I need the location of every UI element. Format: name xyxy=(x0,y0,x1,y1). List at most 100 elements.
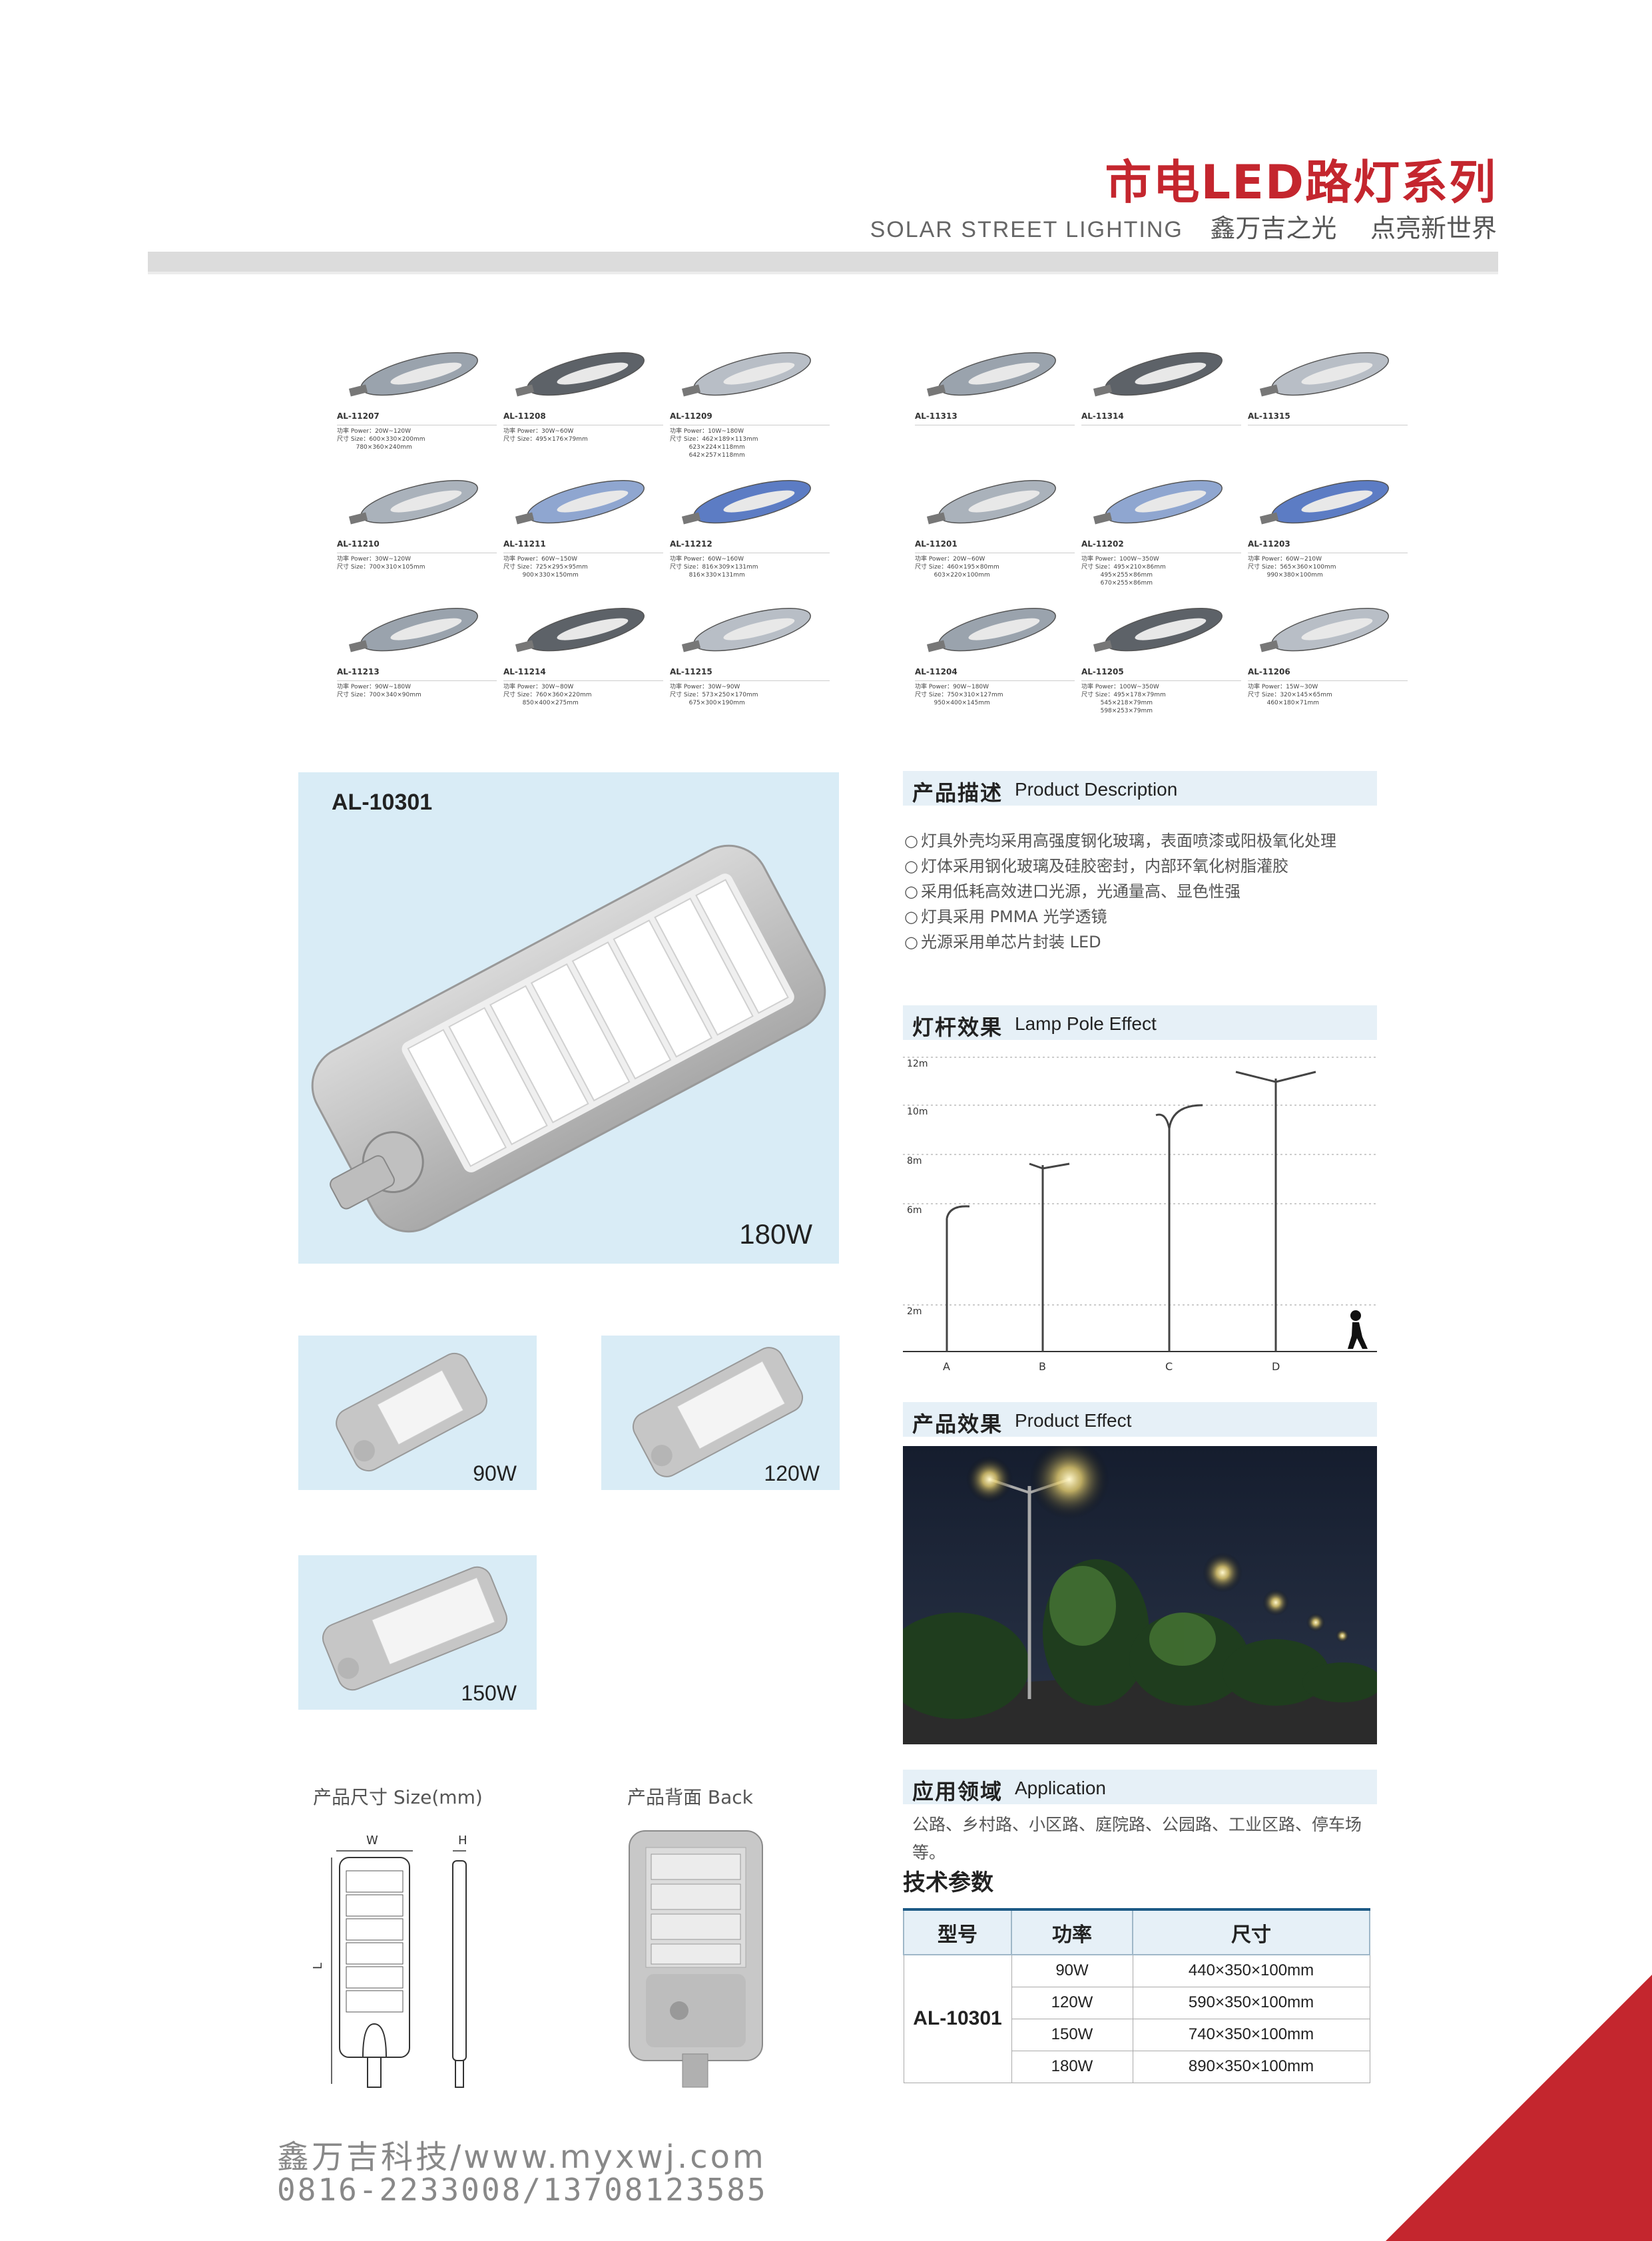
header-divider xyxy=(148,252,1498,274)
main-product-code: AL-10301 xyxy=(332,790,433,815)
description-item: 灯具外壳均采用高强度钢化玻璃，表面喷漆或阳极氧化处理 xyxy=(904,828,1336,854)
lamp-image xyxy=(1259,479,1389,525)
lamp-image xyxy=(926,607,1056,652)
product-code: AL-11313 xyxy=(915,411,958,421)
effect-header: 产品效果 Product Effect xyxy=(903,1402,1377,1437)
product-spec: 功率 Power：30W~120W 尺寸 Size：700×310×105mm xyxy=(337,553,497,571)
spec-power-cell: 150W xyxy=(1011,2018,1133,2051)
product-grid-item: AL-11201 功率 Power：20W~60W 尺寸 Size：460×195… xyxy=(911,467,1075,594)
product-spec xyxy=(915,425,1075,427)
lamp-back-image xyxy=(626,1824,766,2091)
night-street-image xyxy=(883,1439,1382,1744)
lamp-image xyxy=(926,352,1056,397)
pole-label-a: A xyxy=(943,1360,950,1373)
application-title-en: Application xyxy=(1015,1778,1106,1798)
product-spec: 功率 Power：30W~90W 尺寸 Size：573×250×170mm 6… xyxy=(670,680,830,707)
dim-h-label: H xyxy=(458,1834,467,1848)
pole-label-c: C xyxy=(1165,1360,1173,1373)
red-corner-decoration xyxy=(1386,1975,1652,2241)
spec-power-cell: 180W xyxy=(1011,2050,1133,2083)
footer-phone: 0816-2233008/13708123585 xyxy=(277,2172,768,2208)
spec-model-cell: AL-10301 xyxy=(903,1954,1012,2083)
product-code: AL-11201 xyxy=(915,539,958,549)
description-title-cn: 产品描述 xyxy=(912,780,1003,806)
spec-size-cell: 890×350×100mm xyxy=(1132,2050,1370,2083)
size-drawing: W H L xyxy=(311,1824,493,2091)
product-code: AL-11209 xyxy=(670,411,712,421)
product-spec xyxy=(1081,425,1241,427)
variant-90w-panel: 90W xyxy=(298,1336,537,1490)
back-section-label: 产品背面 Back xyxy=(627,1786,753,1808)
lamp-image xyxy=(348,607,478,652)
spec-size-cell: 740×350×100mm xyxy=(1132,2018,1370,2051)
page-title: 市电LED路灯系列 xyxy=(1105,155,1497,210)
footer-company: 鑫万吉科技/www.myxwj.com xyxy=(277,2138,766,2176)
pole-title-en: Lamp Pole Effect xyxy=(1015,1013,1157,1034)
lamp-150w-image xyxy=(322,1566,508,1691)
product-grid-item: AL-11215 功率 Power：30W~90W 尺寸 Size：573×250… xyxy=(666,595,830,722)
product-spec: 功率 Power：90W~180W 尺寸 Size：750×310×127mm … xyxy=(915,680,1075,707)
pole-header: 灯杆效果 Lamp Pole Effect xyxy=(903,1005,1377,1040)
lamp-image xyxy=(926,479,1056,525)
spec-header-power: 功率 xyxy=(1011,1908,1133,1955)
tech-title: 技术参数 xyxy=(903,1869,993,1896)
product-spec: 功率 Power：20W~60W 尺寸 Size：460×195×80mm 60… xyxy=(915,553,1075,579)
product-code: AL-11204 xyxy=(915,667,958,676)
spec-header-size: 尺寸 xyxy=(1132,1908,1370,1955)
lamp-image xyxy=(515,352,645,397)
lamp-image xyxy=(1093,607,1223,652)
size-section-label: 产品尺寸 Size(mm) xyxy=(313,1786,483,1808)
application-text: 公路、乡村路、小区路、庭院路、公园路、工业区路、停车场等。 xyxy=(912,1815,1362,1862)
height-10m: 10m xyxy=(907,1107,928,1117)
lamp-image xyxy=(681,352,811,397)
effect-title-cn: 产品效果 xyxy=(912,1411,1003,1437)
lamp-image xyxy=(1093,352,1223,397)
spec-table: 型号 功率 尺寸 AL-10301 90W 440×350×100mm 120W… xyxy=(903,1908,1370,2083)
variant-150w-label: 150W xyxy=(461,1681,517,1705)
application-title-cn: 应用领域 xyxy=(912,1779,1003,1804)
table-row: AL-10301 90W 440×350×100mm xyxy=(903,1954,1370,2083)
product-grid-item: AL-11315 xyxy=(1244,340,1408,466)
description-item: 灯具采用 PMMA 光学透镜 xyxy=(904,904,1336,929)
pole-label-d: D xyxy=(1272,1360,1280,1373)
lamp-image xyxy=(1259,352,1389,397)
product-spec: 功率 Power：20W~120W 尺寸 Size：600×330×200mm … xyxy=(337,425,497,451)
main-product-panel: AL-10301 180W xyxy=(298,772,839,1264)
spec-power-cell: 120W xyxy=(1011,1986,1133,2019)
lamp-image xyxy=(681,479,811,525)
product-code: AL-11202 xyxy=(1081,539,1124,549)
lamp-120w-image xyxy=(632,1347,804,1477)
variant-120w-label: 120W xyxy=(764,1461,820,1485)
height-12m: 12m xyxy=(907,1059,928,1069)
product-spec: 功率 Power：30W~60W 尺寸 Size：495×176×79mm xyxy=(503,425,663,443)
effect-title-en: Product Effect xyxy=(1015,1410,1132,1431)
description-header: 产品描述 Product Description xyxy=(903,771,1377,806)
product-spec: 功率 Power：90W~180W 尺寸 Size：700×340×90mm xyxy=(337,680,497,699)
main-product-watt: 180W xyxy=(739,1218,812,1250)
lamp-image xyxy=(515,479,645,525)
product-code: AL-11314 xyxy=(1081,411,1124,421)
product-spec: 功率 Power：60W~160W 尺寸 Size：816×309×131mm … xyxy=(670,553,830,579)
spec-size-cell: 440×350×100mm xyxy=(1132,1954,1370,1987)
table-row: 150W 740×350×100mm xyxy=(904,2018,1370,2051)
product-spec: 功率 Power：15W~30W 尺寸 Size：320×145×65mm 46… xyxy=(1248,680,1408,707)
description-title-en: Product Description xyxy=(1015,779,1178,800)
product-grid-item: AL-11313 xyxy=(911,340,1075,466)
lamp-image xyxy=(348,352,478,397)
product-spec: 功率 Power：60W~150W 尺寸 Size：725×295×95mm 9… xyxy=(503,553,663,579)
product-code: AL-11214 xyxy=(503,667,546,676)
subtitle-en: SOLAR STREET LIGHTING xyxy=(870,217,1183,242)
dim-l-label: L xyxy=(313,1963,325,1969)
product-grid-item: AL-11314 xyxy=(1077,340,1241,466)
lamp-image xyxy=(681,607,811,652)
page-subtitle: SOLAR STREET LIGHTING 鑫万吉之光 点亮新世界 xyxy=(870,208,1497,244)
product-code: AL-11215 xyxy=(670,667,712,676)
pedestrian-icon xyxy=(1348,1310,1368,1349)
spec-size-cell: 590×350×100mm xyxy=(1132,1986,1370,2019)
